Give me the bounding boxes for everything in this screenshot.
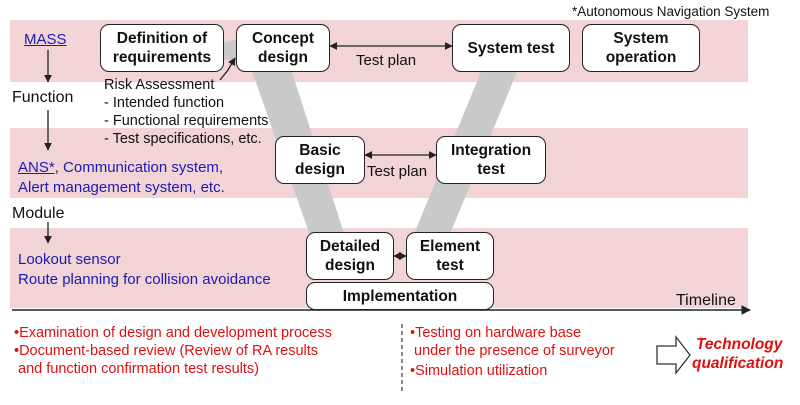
box-element-test: Element test xyxy=(406,232,494,280)
bottom-left-line-1: •Examination of design and development p… xyxy=(14,325,332,341)
footnote-ans: *Autonomous Navigation System xyxy=(572,4,770,19)
qualification-line-1: Technology xyxy=(696,336,783,353)
band-function xyxy=(10,128,748,198)
box-integration-test: Integration test xyxy=(436,136,546,184)
test-plan-label-2: Test plan xyxy=(367,163,428,180)
route-line: Route planning for collision avoidance xyxy=(18,271,271,288)
mass-link[interactable]: MASS xyxy=(24,31,67,48)
risk-item-2: - Functional requirements xyxy=(104,113,269,129)
box-concept-design: Concept design xyxy=(236,24,330,72)
bottom-right-line-3: •Simulation utilization xyxy=(410,363,548,379)
qualification-line-2: qualification xyxy=(692,355,784,372)
level-module: Module xyxy=(12,205,65,222)
bottom-left-line-3: and function confirmation test results) xyxy=(14,361,260,377)
box-implementation: Implementation xyxy=(306,282,494,310)
qualification-arrow xyxy=(656,335,691,375)
level-function: Function xyxy=(12,89,74,106)
ans-rest: , Communication system, xyxy=(54,159,224,176)
risk-item-3: - Test specifications, etc. xyxy=(104,131,262,147)
ans-line: ANS*, Communication system, xyxy=(18,158,223,177)
box-basic-design: Basic design xyxy=(275,136,365,184)
alert-line: Alert management system, etc. xyxy=(18,179,225,196)
ans-link[interactable]: ANS* xyxy=(18,159,55,176)
lookout-line: Lookout sensor xyxy=(18,251,121,268)
test-plan-label-1: Test plan xyxy=(356,52,417,69)
bottom-right-line-1: •Testing on hardware base xyxy=(410,325,582,341)
box-detailed-design: Detailed design xyxy=(306,232,394,280)
arrow-risk-concept xyxy=(219,57,236,81)
box-system-operation: System operation xyxy=(582,24,700,72)
box-system-test: System test xyxy=(452,24,570,72)
risk-item-1: - Intended function xyxy=(104,95,225,111)
timeline-label: Timeline xyxy=(676,292,736,309)
risk-title: Risk Assessment xyxy=(104,77,215,93)
bottom-right-line-2: under the presence of surveyor xyxy=(410,343,615,359)
box-definition-of-requirements: Definition of requirements xyxy=(100,24,224,72)
bottom-left-line-2: •Document-based review (Review of RA res… xyxy=(14,343,319,359)
